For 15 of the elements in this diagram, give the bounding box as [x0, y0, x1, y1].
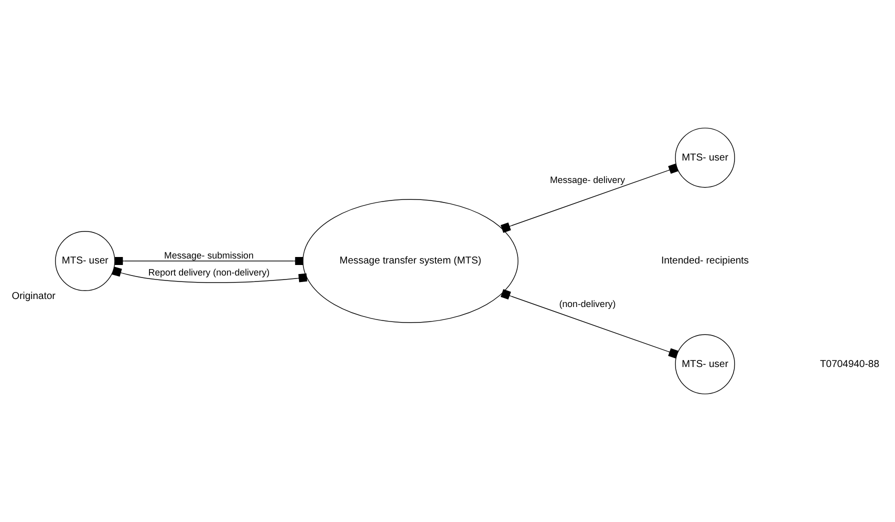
node-circle: MTS- user — [674, 334, 734, 394]
connector — [500, 163, 678, 233]
connector — [111, 266, 307, 283]
edge-label: Message- delivery — [549, 174, 625, 185]
edge-label: (non-delivery) — [558, 298, 616, 309]
edge-label: Report delivery (non-delivery) — [148, 268, 270, 278]
connector — [114, 256, 303, 266]
node-circle: MTS- user — [54, 231, 115, 291]
label: T0704940-88 — [819, 358, 879, 370]
node-label: Originator — [11, 290, 55, 302]
connector — [500, 289, 678, 359]
node-ellipse: Message transfer system (MTS) — [302, 199, 518, 323]
edge-label: Message- submission — [164, 250, 254, 260]
node-circle: MTS- user — [674, 128, 734, 188]
label: Intended- recipients — [660, 256, 748, 267]
